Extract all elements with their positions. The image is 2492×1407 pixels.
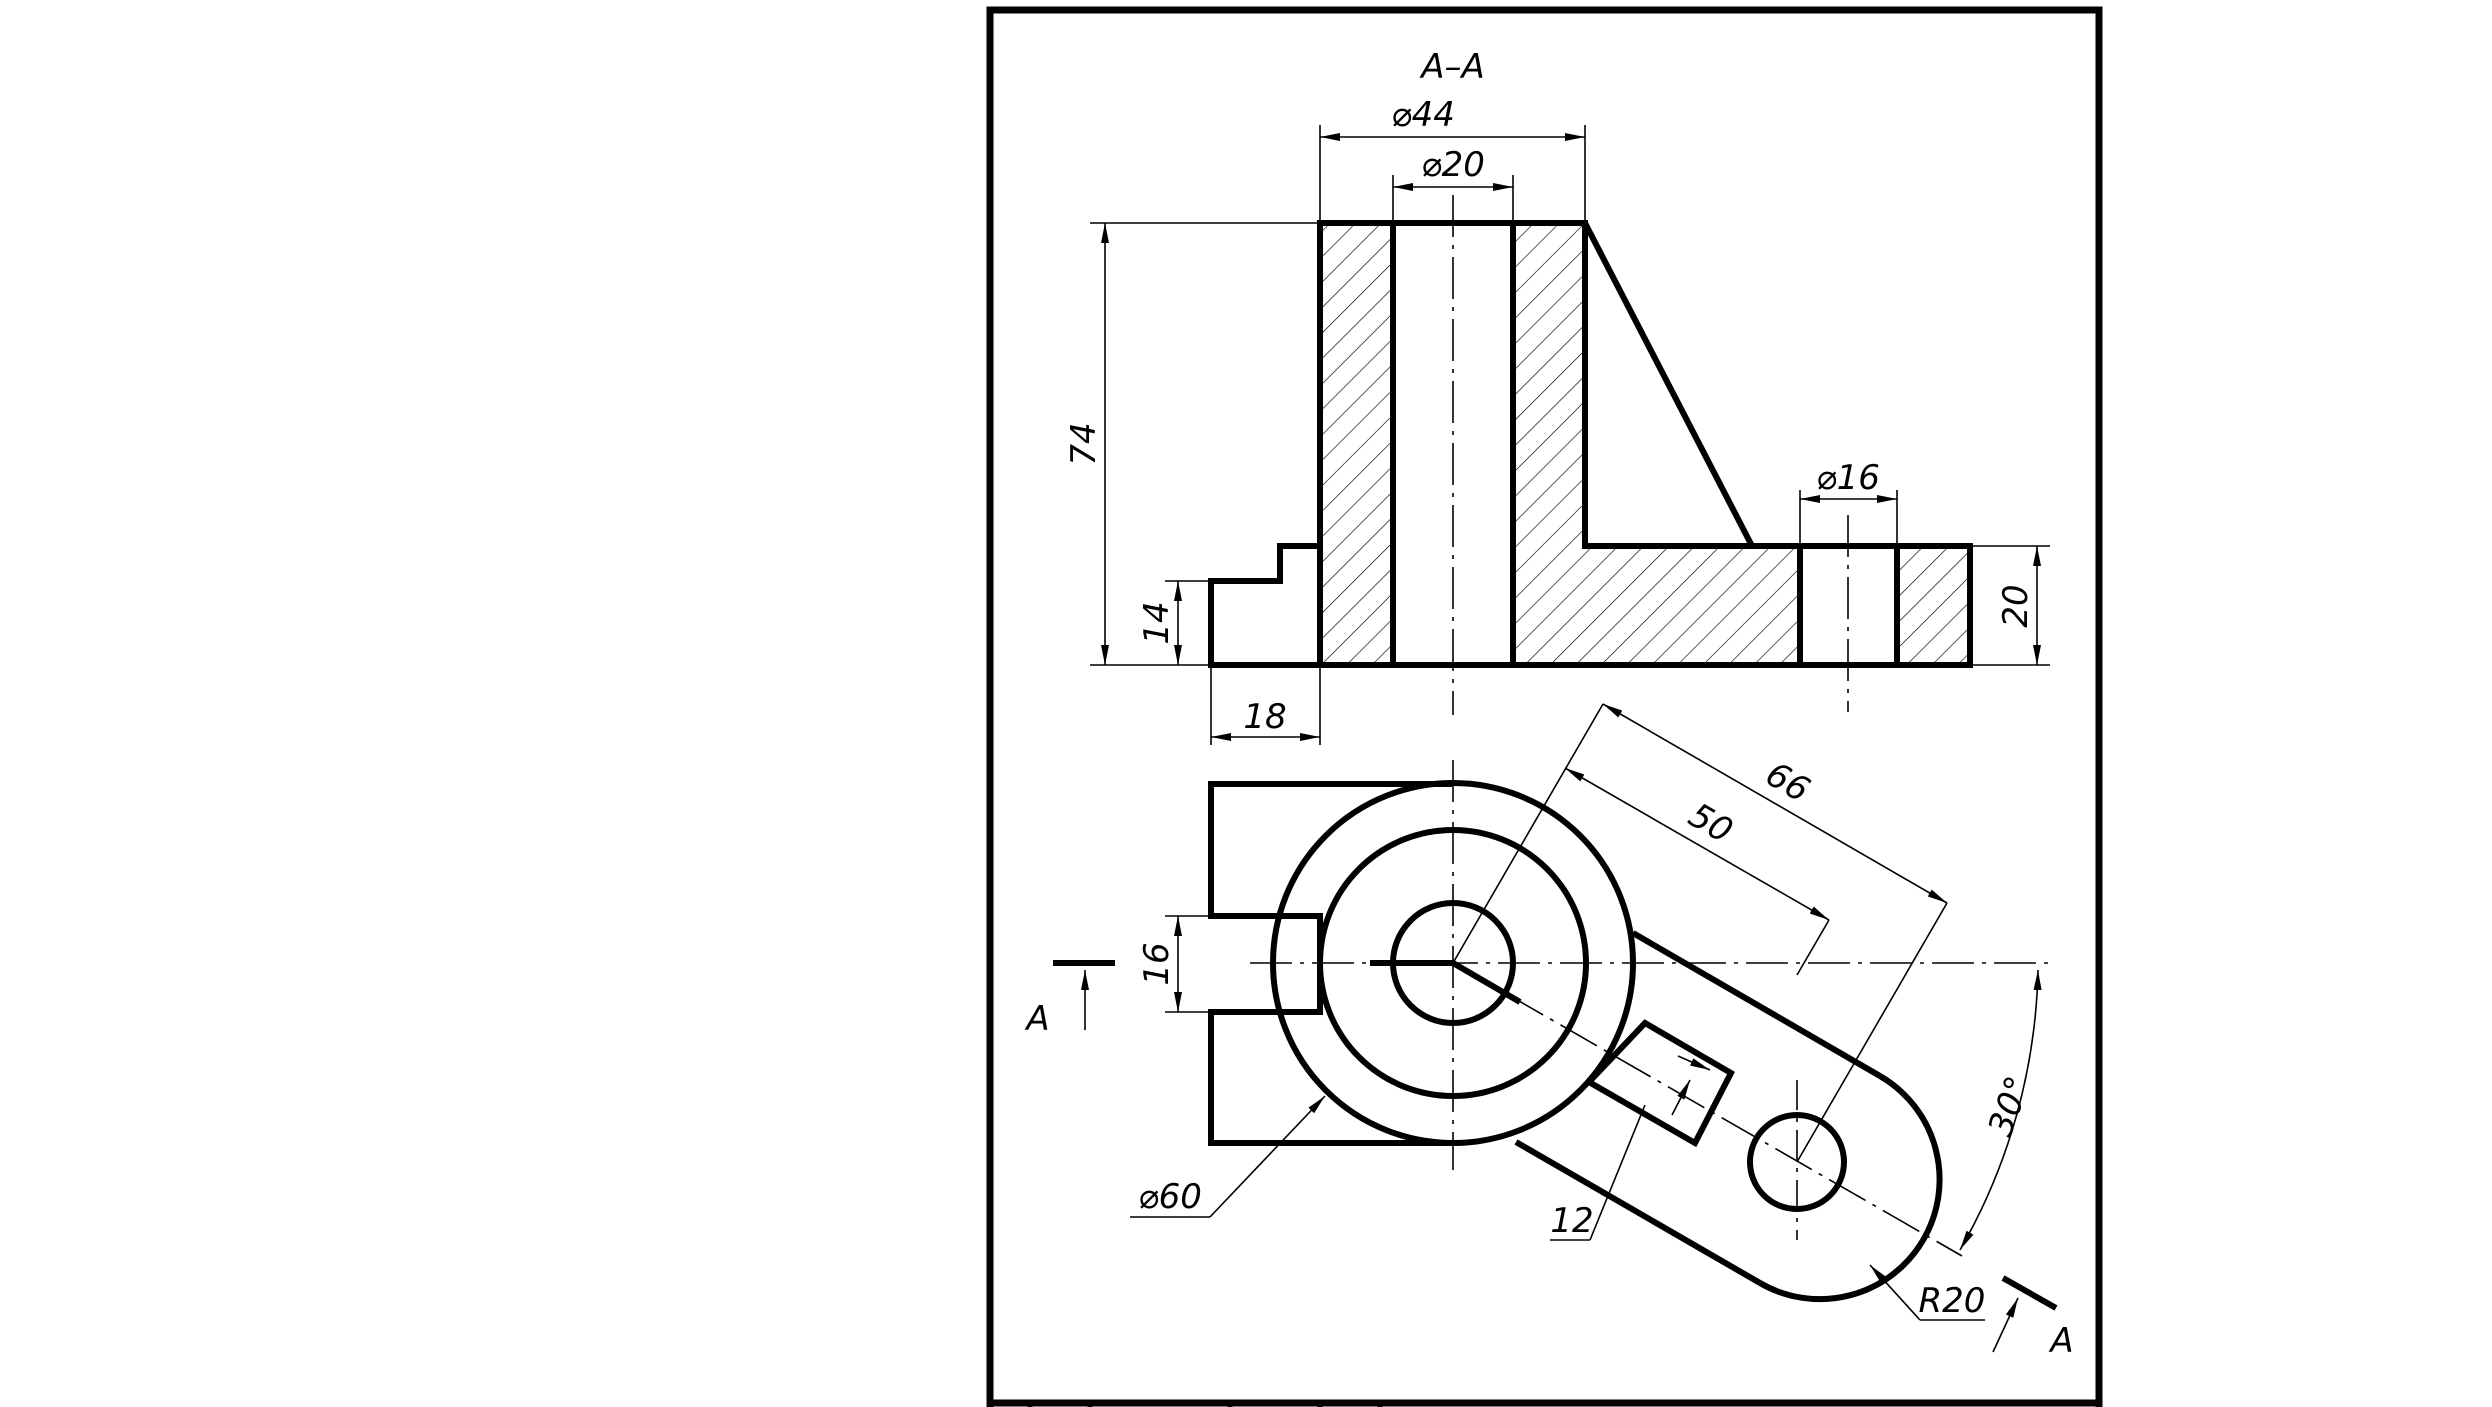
dim-distance-50: 50 <box>1682 795 1739 851</box>
dim-rib-width: 12 <box>1550 1201 1593 1241</box>
arm-outline <box>1514 930 1943 1303</box>
dim-hole-diameter: ⌀16 <box>1816 458 1880 498</box>
plan-dimension-lines <box>1130 703 2042 1321</box>
dim-outer-diameter: ⌀44 <box>1391 95 1455 135</box>
rib-outline <box>1584 1019 1735 1148</box>
cutting-plane-marker-left <box>1053 960 1115 1030</box>
dim-boss-diameter: ⌀60 <box>1138 1177 1202 1217</box>
dim-distance-66: 66 <box>1759 754 1816 810</box>
dim-slot-width: 16 <box>1137 942 1177 985</box>
cutting-plane-label-right: A <box>2048 1321 2073 1361</box>
dim-height-total: 74 <box>1064 422 1104 465</box>
cutting-plane-marker-right <box>1992 1275 2058 1353</box>
dim-flange-thickness: 20 <box>1996 584 2036 627</box>
dim-end-radius: R20 <box>1919 1281 1986 1321</box>
dim-step-width: 18 <box>1243 697 1286 737</box>
dim-angle: 30° <box>1981 1071 2039 1141</box>
section-title: A–A <box>1419 47 1485 87</box>
plan-centerlines <box>1250 760 2050 1257</box>
section-hatching <box>1320 223 1970 665</box>
section-outline <box>1208 220 1973 668</box>
section-dimension-lines <box>1101 133 2041 741</box>
labels: A–A ⌀44 ⌀20 74 14 18 ⌀16 20 16 66 50 30°… <box>1024 47 2073 1361</box>
plan-view <box>1053 703 2058 1353</box>
section-view <box>1090 125 2050 745</box>
dim-step-height: 14 <box>1137 601 1177 644</box>
cutting-plane-label-left: A <box>1024 999 1049 1039</box>
dim-bore-diameter: ⌀20 <box>1421 145 1485 185</box>
sheet-frame <box>986 6 2103 1407</box>
